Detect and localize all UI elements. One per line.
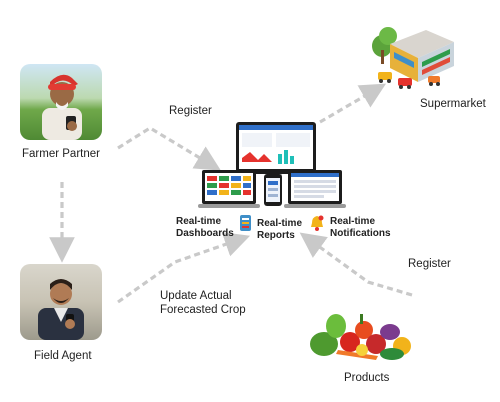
farmer-register-label: Register — [169, 105, 212, 117]
arrow-agent-to-platform — [117, 232, 251, 304]
field-agent-photo — [20, 264, 102, 340]
feature-notifications-line2: Notifications — [330, 228, 391, 239]
products-label: Products — [344, 372, 390, 384]
bell-icon — [310, 215, 324, 231]
arrow-farmer-to-platform — [117, 126, 221, 171]
report-icon — [240, 215, 251, 231]
arrow-platform-to-supermarket — [319, 83, 387, 124]
feature-dashboards-line1: Real-time — [176, 216, 222, 227]
feature-dashboards-line2: Dashboards — [176, 228, 234, 239]
farmer-photo — [20, 64, 102, 140]
feature-dashboards: Real-time Dashboards — [176, 216, 234, 240]
products-illustration — [306, 306, 416, 364]
products-register-label: Register — [408, 258, 451, 270]
platform-devices — [198, 118, 346, 214]
field-agent-label: Field Agent — [34, 350, 92, 362]
feature-notifications-line1: Real-time — [330, 216, 376, 227]
feature-notifications: Real-time Notifications — [330, 216, 391, 240]
supermarket-illustration — [368, 18, 458, 96]
arrow-products-to-platform — [299, 232, 413, 297]
feature-reports-line2: Reports — [257, 230, 295, 241]
feature-reports: Real-time Reports — [257, 218, 302, 242]
feature-reports-line1: Real-time — [257, 218, 303, 229]
agent-update-label-line2: Forecasted Crop — [160, 304, 246, 316]
agent-update-label-line1: Update Actual — [160, 290, 232, 302]
supermarket-label: Supermarket — [420, 98, 486, 110]
farmer-label: Farmer Partner — [22, 148, 100, 160]
